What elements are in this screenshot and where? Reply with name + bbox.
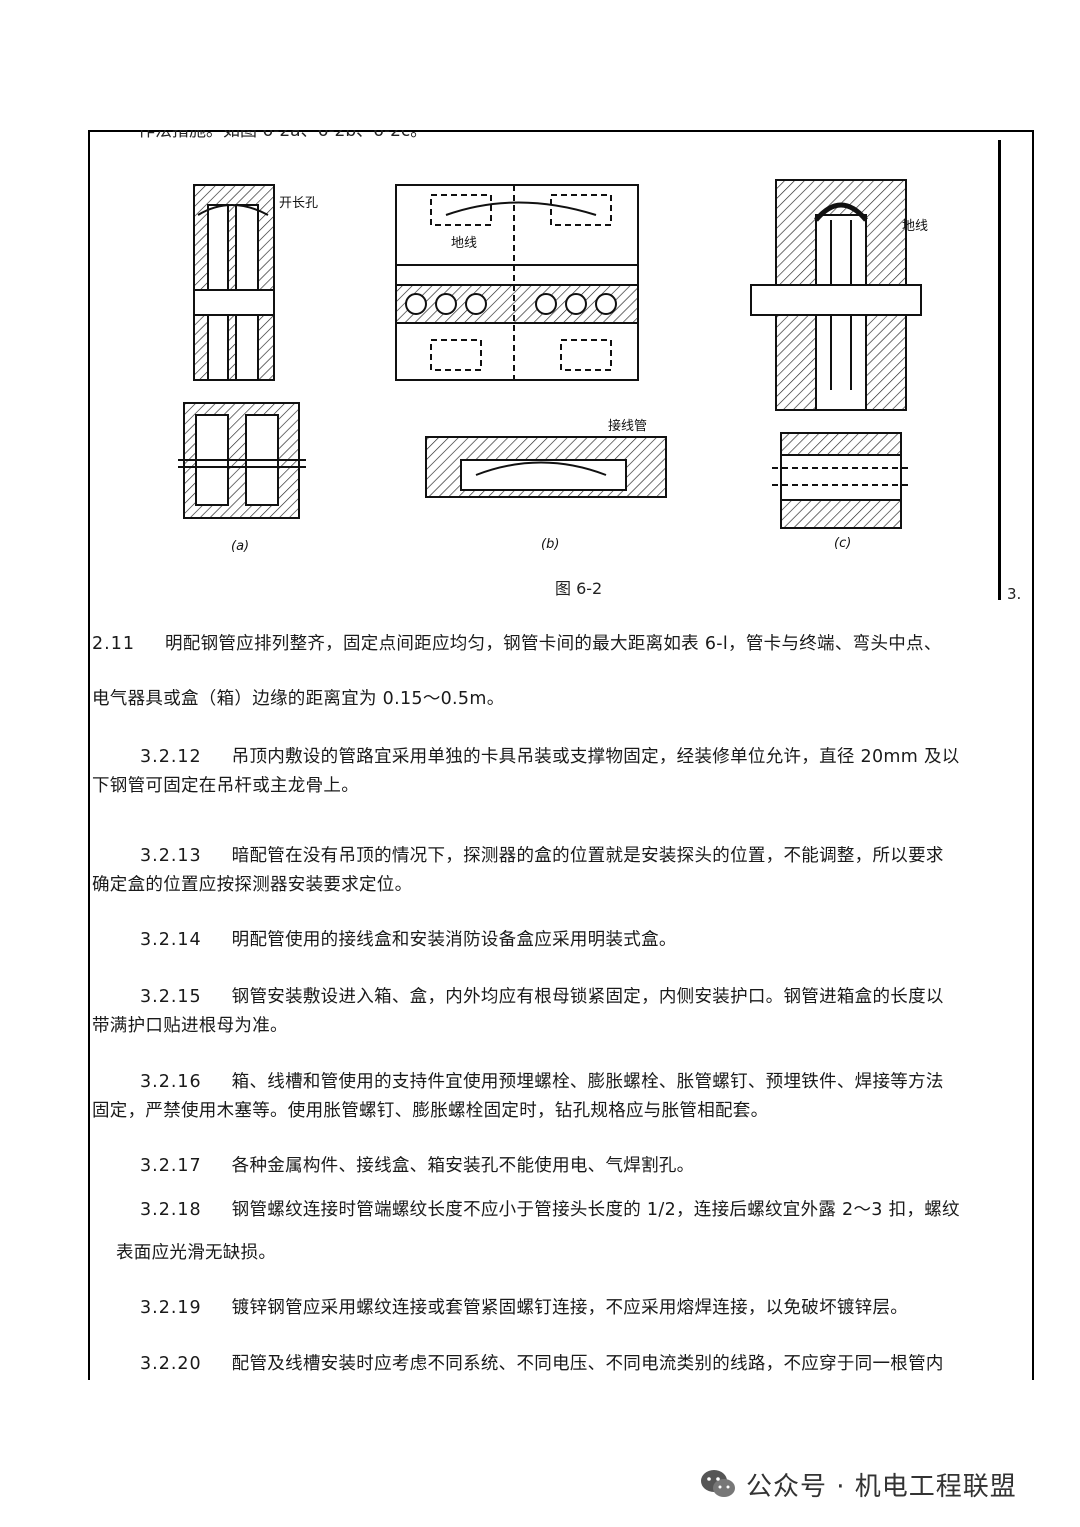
document-frame (88, 130, 1034, 1380)
clause-number: 3.2.18 (140, 1200, 202, 1220)
clause-number: 3.2.20 (140, 1354, 202, 1374)
subcaption-c: (c) (834, 536, 851, 551)
clause-number: 3.2.13 (140, 846, 202, 866)
clause-number: 3.2.19 (140, 1298, 202, 1318)
subcaption-b: (b) (541, 537, 559, 552)
figure-caption: 图 6-2 (555, 579, 603, 598)
clause-number: 2.11 (92, 634, 135, 654)
clause-number: 3.2.15 (140, 987, 202, 1007)
figure-c (750, 179, 922, 529)
clause-number: 3.2.14 (140, 930, 202, 950)
wechat-icon (701, 1470, 735, 1497)
label-junction-pipe: 接线管 (608, 418, 647, 434)
watermark-text: 公众号 · 机电工程联盟 (746, 1471, 1017, 1502)
figure-6-2-drawing: 开长孔 地线 接线管 地线 (a) (b) (c) (178, 179, 928, 554)
label-long-hole: 开长孔 (279, 196, 318, 211)
clause-number: 3.2.16 (140, 1072, 202, 1092)
label-ground-wire-c: 地线 (902, 219, 928, 234)
cut-off-text: 作法措施。如图 6-2a、6-2b、6-2c。 (138, 130, 428, 141)
clause-number: 3.2.17 (140, 1156, 202, 1176)
subcaption-a: (a) (231, 539, 249, 554)
figure-b (395, 184, 667, 498)
label-ground-wire-b: 地线 (451, 236, 477, 251)
side-number: 3. (1007, 585, 1022, 603)
figure-a (178, 184, 306, 519)
clause-number: 3.2.12 (140, 747, 202, 767)
side-bar (998, 140, 1001, 600)
watermark: 公众号 · 机电工程联盟 (700, 1462, 1017, 1506)
